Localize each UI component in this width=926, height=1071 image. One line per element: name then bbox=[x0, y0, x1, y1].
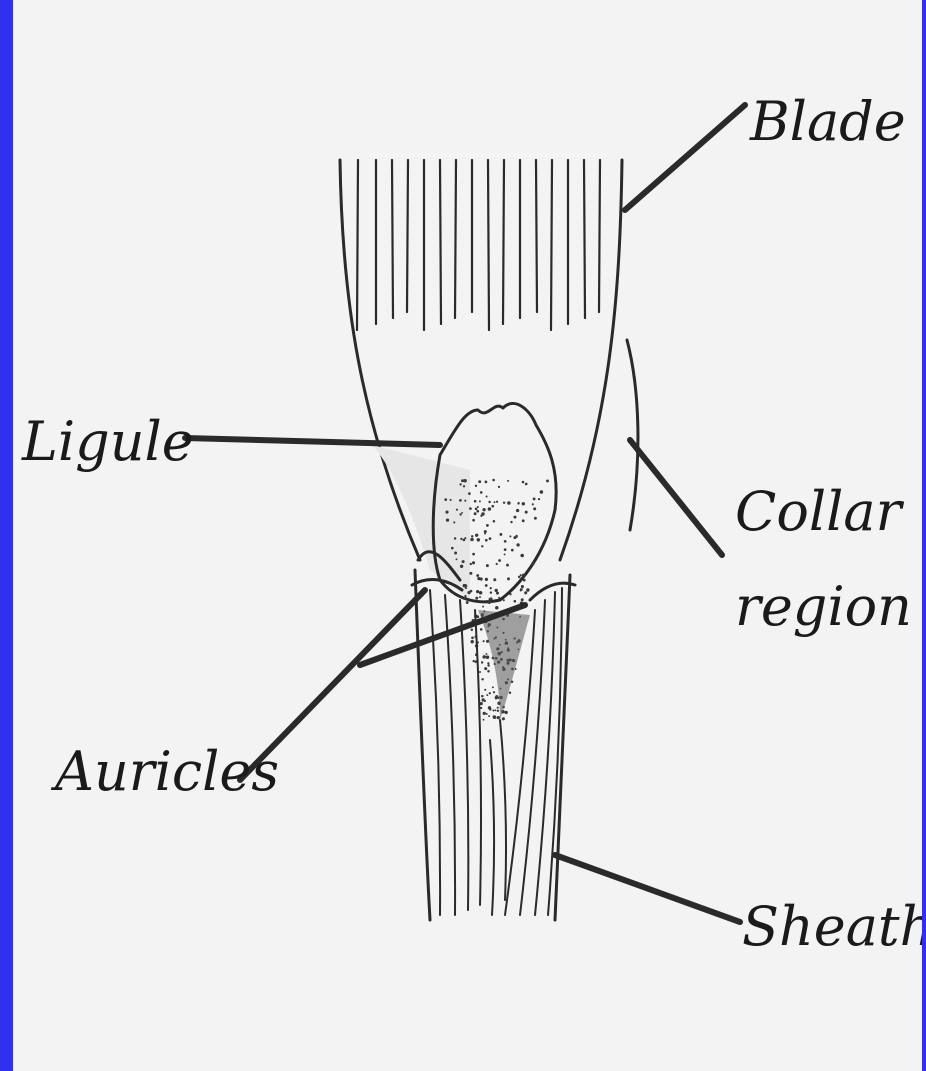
label-collar: Collar bbox=[735, 480, 905, 543]
sheath-leader bbox=[555, 855, 740, 922]
collar-outline bbox=[627, 340, 638, 530]
leaf-sheath bbox=[415, 570, 570, 920]
label-ligule: Ligule bbox=[21, 410, 194, 473]
ligule-leader bbox=[185, 438, 440, 445]
label-blade: Blade bbox=[749, 90, 906, 153]
diagram-frame: Blade Ligule Collar region Auricles Shea… bbox=[13, 0, 922, 1071]
label-region: region bbox=[735, 575, 912, 638]
label-sheath: Sheath bbox=[742, 895, 922, 958]
label-auricles: Auricles bbox=[50, 740, 279, 803]
grass-leaf-collar-diagram: Blade Ligule Collar region Auricles Shea… bbox=[13, 0, 922, 1071]
leaf-blade bbox=[340, 160, 622, 600]
blade-leader bbox=[625, 105, 745, 210]
collar-leader bbox=[630, 440, 722, 555]
